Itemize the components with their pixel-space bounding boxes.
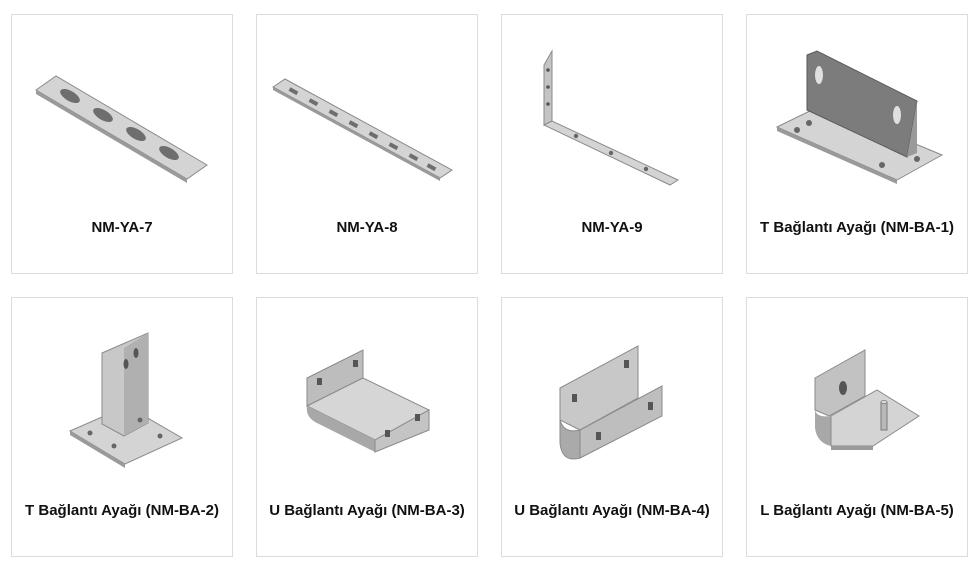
product-name[interactable]: NM-YA-7 [91,219,153,236]
product-image[interactable] [12,298,232,483]
product-card-nm-ba-3[interactable]: U Bağlantı Ayağı (NM-BA-3) [256,297,478,557]
product-image[interactable] [747,15,967,200]
product-name[interactable]: U Bağlantı Ayağı (NM-BA-3) [269,502,465,519]
product-card-nm-ba-1[interactable]: T Bağlantı Ayağı (NM-BA-1) [746,14,968,274]
product-name[interactable]: NM-YA-8 [336,219,398,236]
product-card-nm-ya-7[interactable]: NM-YA-7 [11,14,233,274]
l-angle-bracket-icon [542,49,680,186]
product-image[interactable] [502,298,722,483]
t-bracket-wide-icon [775,50,944,184]
product-image[interactable] [12,15,232,200]
product-image[interactable] [747,298,967,483]
product-name[interactable]: T Bağlantı Ayağı (NM-BA-1) [760,219,954,236]
product-image[interactable] [257,15,477,200]
product-name[interactable]: L Bağlantı Ayağı (NM-BA-5) [760,502,954,519]
product-name[interactable]: T Bağlantı Ayağı (NM-BA-2) [25,502,219,519]
multi-slot-strip-icon [272,78,453,181]
l-bracket-pin-icon [814,349,920,450]
product-name[interactable]: NM-YA-9 [581,219,643,236]
product-card-nm-ba-2[interactable]: T Bağlantı Ayağı (NM-BA-2) [11,297,233,557]
product-card-nm-ya-9[interactable]: NM-YA-9 [501,14,723,274]
product-card-nm-ba-5[interactable]: L Bağlantı Ayağı (NM-BA-5) [746,297,968,557]
u-bracket-flat-icon [305,349,431,453]
slotted-flat-plate-icon [35,75,208,183]
product-name[interactable]: U Bağlantı Ayağı (NM-BA-4) [514,502,710,519]
product-image[interactable] [502,15,722,200]
product-card-nm-ya-8[interactable]: NM-YA-8 [256,14,478,274]
product-image[interactable] [257,298,477,483]
product-card-nm-ba-4[interactable]: U Bağlantı Ayağı (NM-BA-4) [501,297,723,557]
u-bracket-round-icon [559,345,663,460]
t-bracket-tall-icon [68,332,184,468]
